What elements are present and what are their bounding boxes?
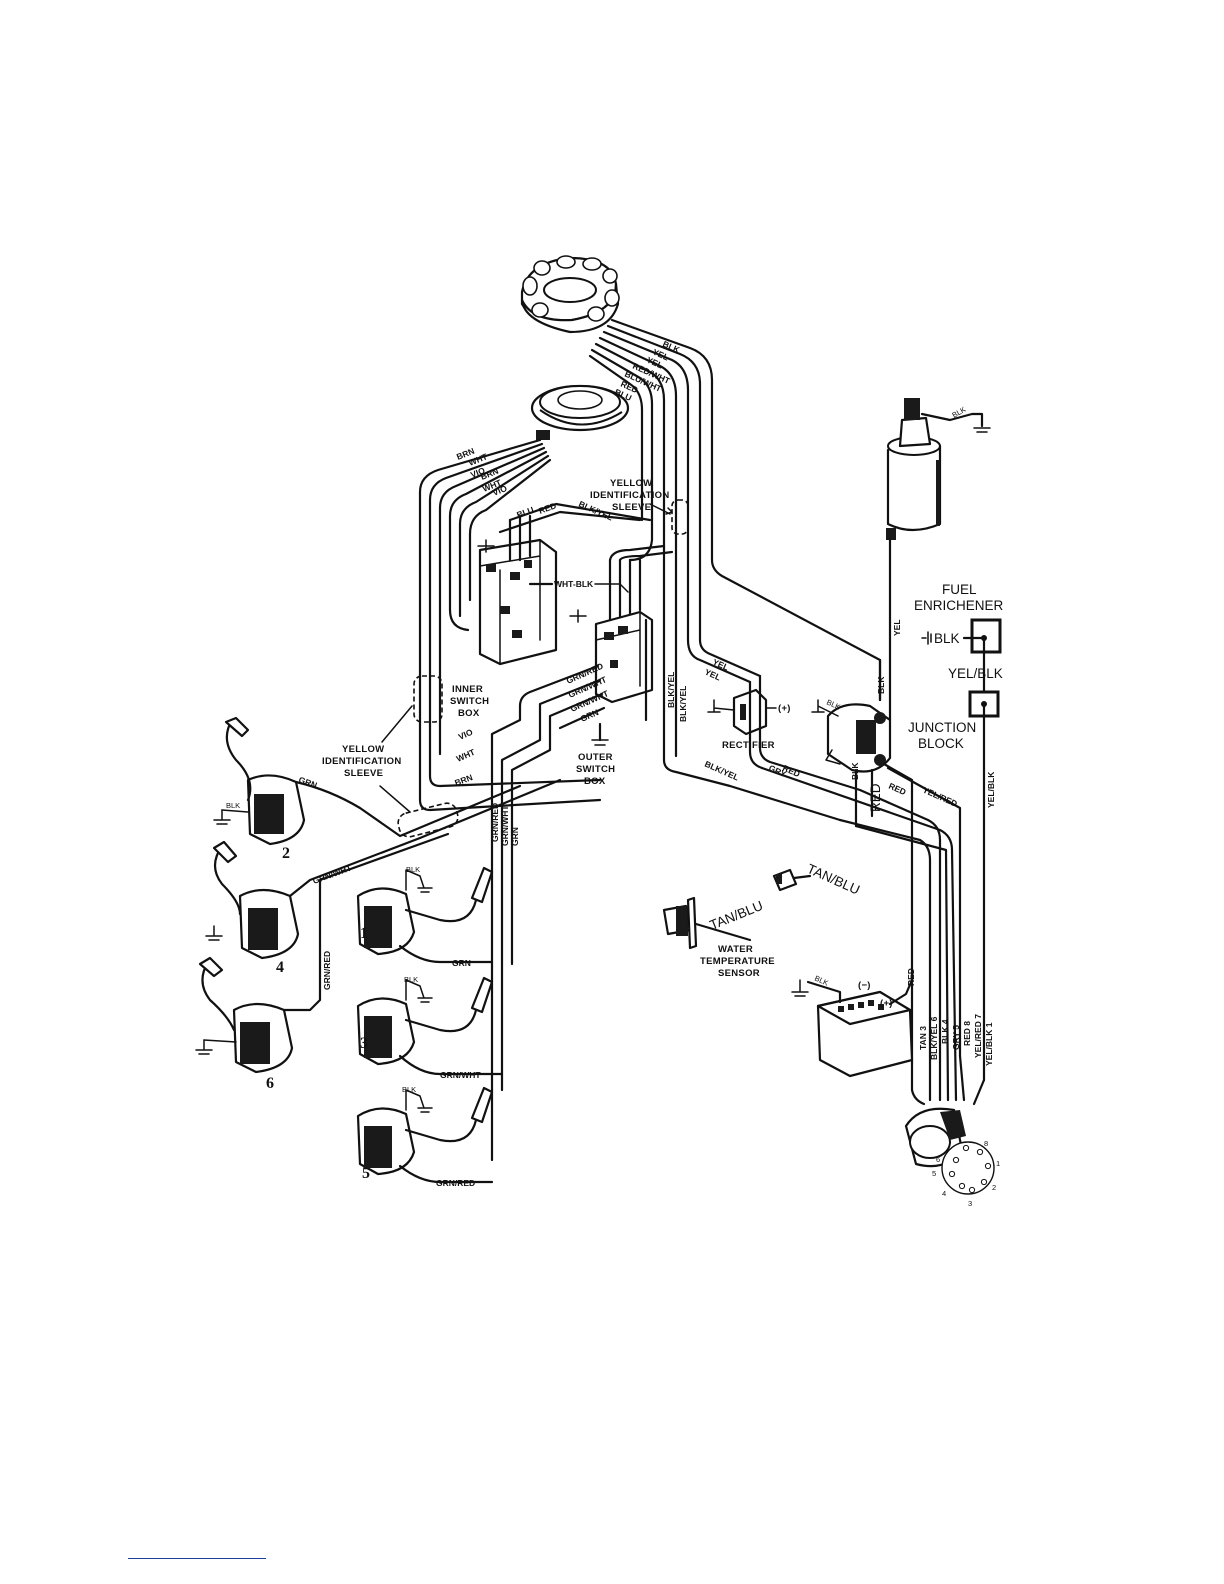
inner-switch-label: BOX	[458, 708, 480, 719]
wire-label: WHT	[455, 746, 477, 763]
tan-blu-label: TAN/BLU	[805, 861, 862, 897]
fuel-enrichener-blk: BLK	[934, 631, 960, 646]
yellow-sleeve-label: YELLOW	[342, 744, 384, 755]
plug-pin-label: 4	[942, 1189, 946, 1198]
coil-number: 1	[360, 925, 368, 942]
wire-label: RED	[906, 968, 916, 986]
fuel-enrichener: FUEL ENRICHENER BLK YEL/BLK	[914, 582, 1004, 702]
wire-label: YEL/BLK	[986, 771, 996, 808]
fuel-enrichener-title: ENRICHENER	[914, 598, 1004, 613]
footer-rule	[128, 1558, 266, 1559]
wire-label: RED	[887, 781, 907, 797]
outer-switch-label: BOX	[584, 776, 606, 787]
yellow-sleeves: YELLOW IDENTIFICATION SLEEVE YELLOW IDEN…	[322, 478, 689, 838]
wire-label: WHT-BLK	[554, 579, 594, 589]
harness-wire-label: BLK/YEL 6	[929, 1016, 939, 1060]
wire-label: GRN/WHT	[440, 1070, 481, 1080]
wire-label: BLK	[876, 676, 886, 694]
harness-wire-label: TAN 3	[918, 1026, 928, 1050]
plug-pin-label: 3	[968, 1199, 972, 1208]
yellow-sleeve-label: YELLOW	[610, 478, 652, 489]
starter-motor: BLK YEL	[886, 398, 991, 722]
trigger	[530, 384, 630, 440]
wire-label: GRN/RED	[490, 803, 500, 842]
water-sensor-label: SENSOR	[718, 968, 760, 979]
coil-number: 6	[266, 1075, 274, 1092]
yellow-sleeve-label: IDENTIFICATION	[590, 490, 670, 501]
coil-number: 5	[362, 1165, 370, 1182]
coil-5: BLK 5 GRN/RED	[356, 1085, 494, 1188]
coil-2: 2 BLK	[213, 716, 306, 862]
plug-pin-label: 7	[958, 1133, 962, 1142]
center-coils: BLK 1 GRN BLK 3 GRN/WHT BLK 5 GRN/RED	[356, 865, 504, 1188]
water-temperature-sensor: TAN/BLU WATER TEMPERATURE SENSOR TAN/BLU	[662, 861, 862, 979]
wire-label: GRN	[452, 958, 471, 968]
harness-wire-label: YEL/BLK 1	[984, 1022, 994, 1066]
coil-number: 2	[282, 845, 290, 862]
outer-switch-box: OUTER SWITCH BOX	[569, 544, 674, 787]
plug-pin-label: 1	[996, 1159, 1000, 1168]
wire-label: BLK	[226, 801, 240, 810]
wire-label: GRN/WHT	[500, 805, 510, 846]
water-sensor-label: TEMPERATURE	[700, 956, 775, 967]
wire-label: GRN/RED	[436, 1178, 475, 1188]
engine-harness: TAN 3 BLK/YEL 6 BLK 4 GRY 5 RED 8 YEL/RE…	[760, 766, 995, 1195]
wire-label: BLK	[850, 762, 860, 780]
rectifier-label: RECTIFIER	[722, 740, 775, 751]
wire-label: VIO	[457, 727, 475, 742]
fuel-enrichener-title: FUEL	[942, 582, 977, 597]
inner-switch-label: INNER	[452, 684, 483, 695]
harness-wire-label: GRY 5	[951, 1025, 961, 1050]
wire-label: BLK/YEL	[666, 672, 676, 708]
outer-switch-label: OUTER	[578, 752, 613, 763]
wire-label: BLK/YEL	[703, 759, 740, 783]
junction-block: YEL/BLK JUNCTION BLOCK	[908, 690, 1000, 1082]
tan-blu-label: TAN/BLU	[708, 898, 766, 933]
grn-wires: GRN/RED GRN/WHT GRN/WHT GRN VIO WHT BRN …	[453, 661, 611, 1162]
wire-label: BLK	[402, 1085, 416, 1094]
wire-label: BLK/YEL	[577, 499, 614, 523]
wire-label: BLU	[515, 505, 535, 520]
yellow-sleeve-label: SLEEVE	[612, 502, 651, 513]
yellow-sleeve-label: SLEEVE	[344, 768, 383, 779]
coil-6: 6	[195, 956, 294, 1092]
plug-pin-label: 2	[992, 1183, 996, 1192]
plug-pins: 7 8 6 1 5 2 4 3	[932, 1133, 1000, 1208]
plug-pin-label: 8	[984, 1139, 988, 1148]
harness-wire-label: YEL/RED 7	[973, 1014, 983, 1058]
left-coils: 2 BLK 4 6 GRN GRN/WHT GR	[195, 716, 562, 1092]
wire-label: BLK/YEL	[678, 686, 688, 722]
outer-switch-label: SWITCH	[576, 764, 615, 775]
coil-number: 3	[360, 1035, 368, 1052]
plug-pin-label: 5	[932, 1169, 936, 1178]
yellow-sleeve-label: IDENTIFICATION	[322, 756, 402, 767]
water-sensor-label: WATER	[718, 944, 753, 955]
fuel-enrichener-yelblk: YEL/BLK	[948, 666, 1003, 681]
coil-3: BLK 3 GRN/WHT	[356, 975, 504, 1080]
wire-label: GRN/WHT	[311, 862, 353, 886]
battery-minus: (−)	[858, 980, 871, 991]
wire-label: GRN	[297, 774, 318, 790]
wire-label: GRN/RED	[322, 951, 332, 990]
inner-switch-label: SWITCH	[450, 696, 489, 707]
rectifier-area: BLK/YEL BLK/YEL BLK/YEL YEL YEL (+) RECT…	[662, 528, 862, 822]
coil-number: 4	[276, 959, 284, 976]
battery-plus: (+)	[880, 998, 893, 1009]
harness-wire-label: BLK 4	[940, 1019, 950, 1044]
wire-label: BLK	[406, 865, 420, 874]
wire-label: YEL	[892, 619, 902, 636]
stator	[520, 255, 620, 334]
coil-4: 4	[205, 840, 300, 976]
battery: BLK (−) RED (+)	[791, 968, 916, 1078]
wire-label: YEL/RED	[921, 785, 959, 809]
junction-label: JUNCTION	[908, 720, 976, 735]
junction-label: BLOCK	[918, 736, 964, 751]
coil-1: BLK 1 GRN	[356, 865, 494, 968]
wire-label: BLK	[404, 975, 418, 984]
rectifier-plus: (+)	[778, 703, 791, 714]
wire-label: GRN	[510, 827, 520, 846]
plug-pin-label: 6	[936, 1155, 940, 1164]
harness-wire-label: RED 8	[962, 1021, 972, 1046]
